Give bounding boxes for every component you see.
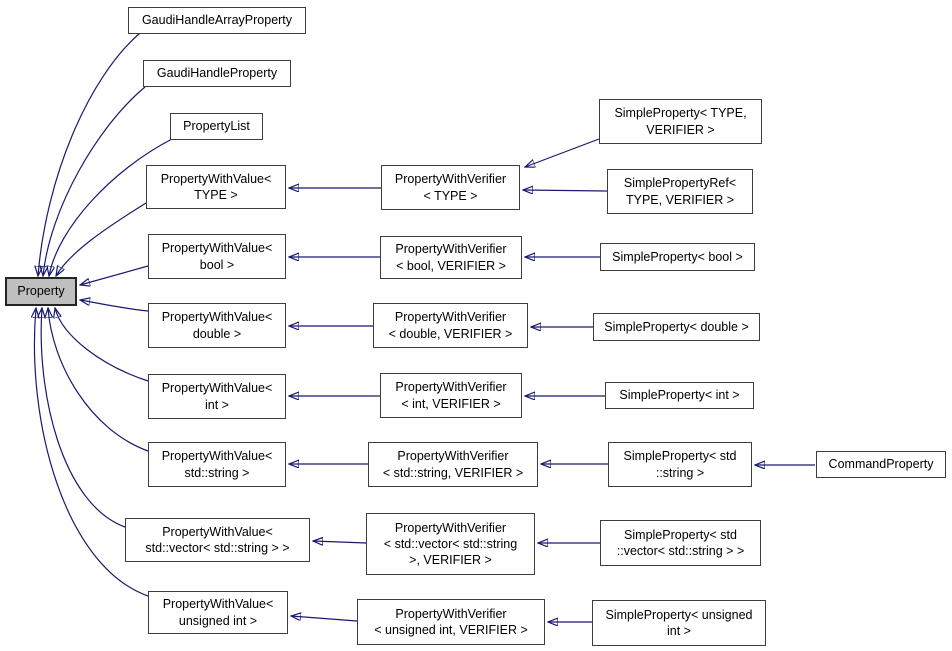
class-node-simple-property-double[interactable]: SimpleProperty< double > [593, 313, 760, 341]
edge-pwval-type-to-property [56, 202, 147, 276]
class-node-gaudi-handle-property[interactable]: GaudiHandleProperty [143, 60, 291, 87]
edge-pwval-int-to-property [55, 308, 149, 382]
class-node-simple-property-bool[interactable]: SimpleProperty< bool > [600, 243, 755, 271]
class-node-property-list[interactable]: PropertyList [170, 113, 263, 140]
edge-sp-ref-to-pwver-type [523, 190, 608, 191]
class-node-property-with-value-bool[interactable]: PropertyWithValue< bool > [148, 234, 286, 279]
edge-propertylist-to-property [49, 138, 173, 276]
edge-pwval-string-to-property [48, 308, 149, 452]
class-node-property-with-value-string[interactable]: PropertyWithValue< std::string > [148, 442, 286, 487]
class-node-property-with-value-int[interactable]: PropertyWithValue< int > [148, 374, 286, 419]
class-node-command-property[interactable]: CommandProperty [816, 451, 946, 478]
edge-pwval-unsigned-to-property [34, 308, 149, 597]
class-node-simple-property-vector[interactable]: SimpleProperty< std ::vector< std::strin… [600, 520, 761, 566]
class-node-property-with-value-type[interactable]: PropertyWithValue< TYPE > [146, 165, 286, 209]
edge-pwver-vector-to-pwval-vector [313, 541, 367, 543]
edge-pwval-bool-to-property [80, 265, 149, 285]
class-node-property: Property [5, 277, 77, 306]
edge-pwver-unsigned-to-pwval-unsigned [291, 616, 358, 622]
class-node-property-with-value-vector[interactable]: PropertyWithValue< std::vector< std::str… [125, 518, 310, 562]
edge-pwval-double-to-property [80, 300, 149, 312]
class-node-property-with-verifier-string[interactable]: PropertyWithVerifier < std::string, VERI… [368, 442, 538, 487]
class-node-property-with-verifier-type[interactable]: PropertyWithVerifier < TYPE > [381, 165, 520, 210]
class-node-simple-property-unsigned-int[interactable]: SimpleProperty< unsigned int > [592, 600, 766, 646]
edge-pwval-vector-to-property [41, 308, 126, 528]
edge-sp-type-verifier-to-pwver-type [525, 138, 600, 167]
edge-gaudihandlearrayproperty-to-property [38, 32, 141, 276]
class-node-property-with-verifier-int[interactable]: PropertyWithVerifier < int, VERIFIER > [380, 373, 522, 418]
edge-gaudihandleproperty-to-property [43, 86, 146, 276]
class-node-simple-property-int[interactable]: SimpleProperty< int > [605, 382, 754, 409]
class-node-property-with-verifier-vector[interactable]: PropertyWithVerifier < std::vector< std:… [366, 513, 535, 575]
class-node-gaudi-handle-array-property[interactable]: GaudiHandleArrayProperty [128, 7, 306, 34]
class-node-property-with-value-unsigned-int[interactable]: PropertyWithValue< unsigned int > [148, 591, 288, 634]
class-node-property-with-verifier-double[interactable]: PropertyWithVerifier < double, VERIFIER … [373, 303, 528, 348]
class-node-property-with-verifier-bool[interactable]: PropertyWithVerifier < bool, VERIFIER > [380, 236, 522, 279]
class-node-simple-property-ref[interactable]: SimplePropertyRef< TYPE, VERIFIER > [607, 169, 753, 214]
class-node-property-with-value-double[interactable]: PropertyWithValue< double > [148, 303, 286, 348]
class-node-simple-property-string[interactable]: SimpleProperty< std ::string > [608, 442, 752, 487]
class-node-simple-property-type-verifier[interactable]: SimpleProperty< TYPE, VERIFIER > [599, 99, 762, 144]
class-node-property-with-verifier-unsigned-int[interactable]: PropertyWithVerifier < unsigned int, VER… [357, 599, 545, 645]
